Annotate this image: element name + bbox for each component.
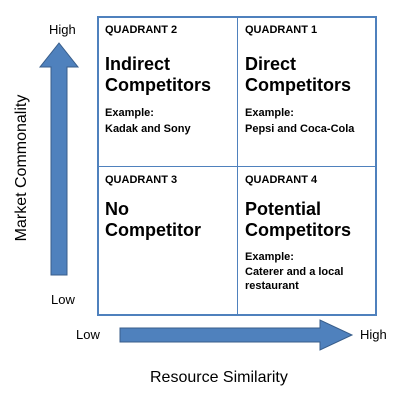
- x-axis-high-label: High: [360, 327, 387, 342]
- quadrant-4-title-line2: Competitors: [245, 220, 352, 240]
- x-axis-low-label: Low: [76, 327, 100, 342]
- quadrant-1-title-line1: Direct: [245, 54, 297, 74]
- quadrant-2-example-text: Kadak and Sony: [105, 123, 191, 135]
- grid-horizontal-divider: [97, 166, 377, 167]
- quadrant-3-title-line1: No: [105, 199, 129, 219]
- x-axis-arrow: [119, 319, 354, 351]
- quadrant-3-title-line2: Competitor: [105, 220, 201, 240]
- y-axis-high-label: High: [49, 22, 76, 37]
- quadrant-4-title-line1: Potential: [245, 199, 322, 219]
- quadrant-3-label: QUADRANT 3: [105, 174, 178, 186]
- y-axis-low-label: Low: [51, 292, 75, 307]
- quadrant-4-label: QUADRANT 4: [245, 174, 318, 186]
- quadrant-2-label: QUADRANT 2: [105, 24, 178, 36]
- quadrant-2-title-line2: Competitors: [105, 75, 212, 95]
- quadrant-1-example-title: Example:: [245, 107, 294, 119]
- quadrant-2-example-title: Example:: [105, 107, 154, 119]
- quadrant-4-example-text-line1: Caterer and a local: [245, 266, 344, 278]
- quadrant-1-title-line2: Competitors: [245, 75, 352, 95]
- quadrant-2-title-line1: Indirect: [105, 54, 171, 74]
- quadrant-1-example-text: Pepsi and Coca-Cola: [245, 123, 355, 135]
- x-axis-title: Resource Similarity: [150, 369, 288, 386]
- quadrant-4-example-title: Example:: [245, 251, 294, 263]
- quadrant-4-example-text-line2: restaurant: [245, 280, 299, 292]
- y-axis-arrow: [38, 42, 80, 276]
- y-axis-title: Market Commonality: [13, 94, 30, 242]
- quadrant-1-label: QUADRANT 1: [245, 24, 318, 36]
